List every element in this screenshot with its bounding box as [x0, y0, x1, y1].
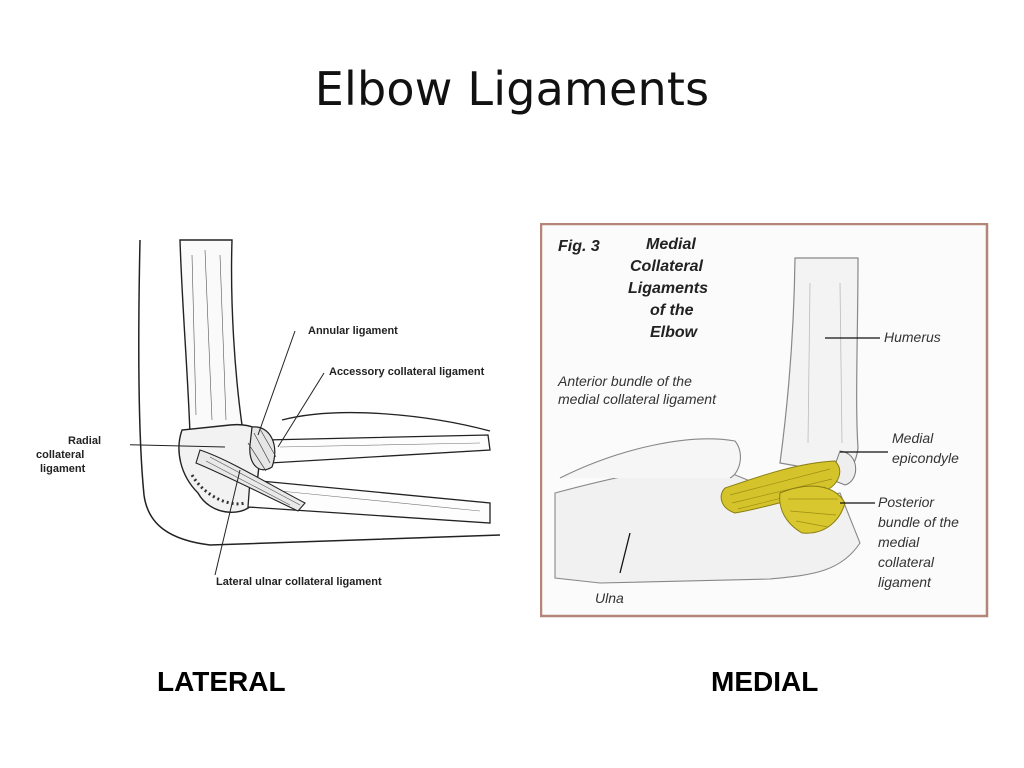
medial-caption: MEDIAL — [711, 666, 819, 697]
radial-label-line-2: collateral — [36, 449, 84, 461]
figure-title-line-1: Medial — [646, 236, 696, 253]
humerus-bone — [179, 239, 243, 436]
figure-title-line-2: Collateral — [630, 258, 703, 275]
arm-outline — [138, 239, 501, 546]
posterior-bundle-label-line-4: collateral — [878, 554, 935, 570]
forearm-top-outline — [281, 411, 491, 432]
lateral-elbow-diagram: Annular ligament Accessory collateral li… — [130, 235, 525, 595]
ulna-label: Ulna — [595, 590, 624, 606]
lateral-caption: LATERAL — [157, 666, 286, 697]
annular-ligament-label: Annular ligament — [308, 325, 398, 337]
anterior-bundle-label-line-2: medial collateral ligament — [558, 391, 717, 407]
anterior-bundle-label-line-1: Anterior bundle of the — [557, 373, 692, 389]
radial-label-line-1: Radial — [68, 435, 101, 447]
figure-title-line-5: Elbow — [650, 324, 699, 341]
figure-title-line-4: of the — [650, 302, 694, 319]
figure-number: Fig. 3 — [558, 238, 600, 255]
radial-label-line-3: ligament — [40, 463, 86, 475]
medial-epicondyle-label-line-1: Medial — [892, 430, 934, 446]
posterior-bundle-label-line-5: ligament — [878, 574, 932, 590]
radial-collateral-ligament-label: Radial collateral ligament — [36, 435, 101, 475]
figure-title-line-3: Ligaments — [628, 280, 708, 297]
medial-epicondyle-label-line-2: epicondyle — [892, 450, 959, 466]
medial-elbow-diagram: Fig. 3 Medial Collateral Ligaments of th… — [540, 223, 990, 618]
posterior-bundle-label-line-2: bundle of the — [878, 514, 959, 530]
posterior-bundle-label-line-3: medial — [878, 534, 920, 550]
lateral-ulnar-collateral-ligament — [195, 449, 306, 512]
posterior-bundle-label-line-1: Posterior — [878, 494, 935, 510]
radius-bone — [264, 434, 491, 464]
accessory-collateral-ligament-label: Accessory collateral ligament — [329, 366, 485, 378]
ulna-bone — [247, 479, 491, 524]
slide-title: Elbow Ligaments — [314, 62, 710, 116]
humerus-label: Humerus — [884, 329, 941, 345]
lateral-ulnar-collateral-ligament-label: Lateral ulnar collateral ligament — [216, 576, 382, 588]
